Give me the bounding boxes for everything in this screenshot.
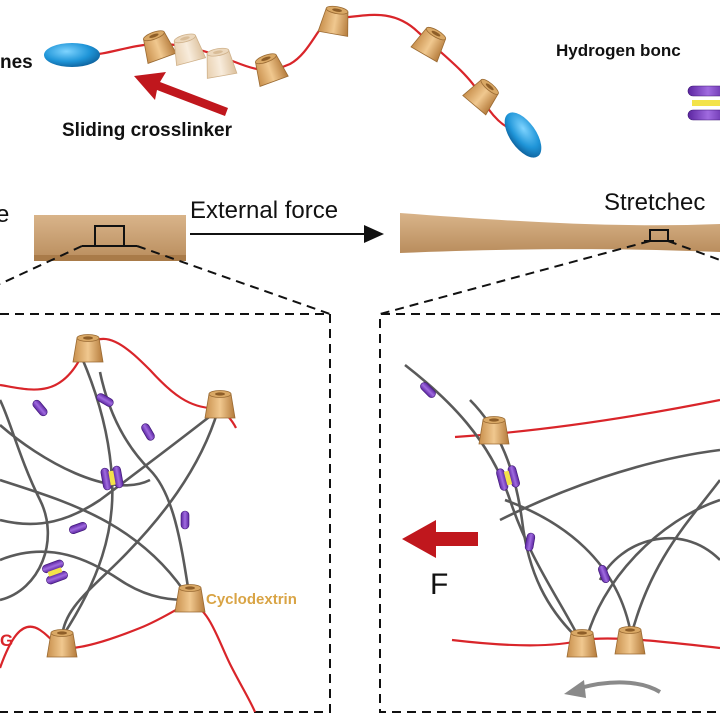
zoom-box-icon — [82, 225, 137, 247]
hydrogen-bond-pair-icon — [494, 464, 522, 492]
external-force-arrow: External force — [190, 197, 384, 243]
relaxed-network-panel: Cyclodextrin G — [0, 313, 331, 713]
backbone-chains — [404, 363, 720, 646]
film-block — [34, 215, 186, 261]
rotaxanes-label: nes — [0, 52, 33, 73]
relaxed-film: e — [0, 201, 186, 261]
cyclodextrin-ring-icon — [46, 629, 78, 658]
cyclodextrin-ring-icon — [202, 45, 238, 79]
cyclodextrin-ring-icon — [204, 390, 236, 419]
cyclodextrin-ring-icon — [614, 626, 646, 655]
peg-label: G — [0, 631, 13, 650]
hydrogen-bond-legend: Hydrogen bonc — [556, 41, 720, 121]
force-label: F — [430, 568, 448, 601]
sliding-arrow-icon — [134, 72, 228, 116]
hydrogen-bond-pair-icon — [40, 558, 70, 586]
cyclodextrin-ring-icon — [566, 629, 598, 658]
stopper-icon — [504, 112, 542, 158]
stopper-icon — [44, 43, 100, 67]
hydrogen-bond-icon — [687, 85, 720, 121]
film-strip — [400, 213, 720, 253]
rotaxane-schematic: nes Sliding crosslinker — [0, 3, 542, 158]
left-edge-label: e — [0, 201, 9, 228]
cyclodextrin-ring-icon — [317, 3, 353, 37]
zoom-guides — [0, 240, 720, 315]
cyclodextrin-ring-icon — [72, 334, 104, 363]
cyclodextrin-ring-icon — [174, 584, 206, 613]
stretched-label: Stretchec — [604, 189, 705, 216]
cyclodextrin-ring-icon — [478, 416, 510, 445]
stretched-network-panel: F — [379, 313, 720, 713]
polymer-chain — [84, 13, 516, 132]
cyclodextrin-ring-icon — [168, 30, 207, 66]
stretched-film: Stretchec — [400, 189, 720, 253]
cyclodextrin-label: Cyclodextrin — [206, 591, 297, 608]
hydrogen-bonds-label: Hydrogen bonc — [556, 41, 681, 60]
force-arrow-icon — [402, 520, 478, 558]
slide-direction-arrow-icon — [564, 680, 662, 698]
external-force-label: External force — [190, 197, 338, 224]
sliding-crosslinker-label: Sliding crosslinker — [62, 120, 233, 141]
